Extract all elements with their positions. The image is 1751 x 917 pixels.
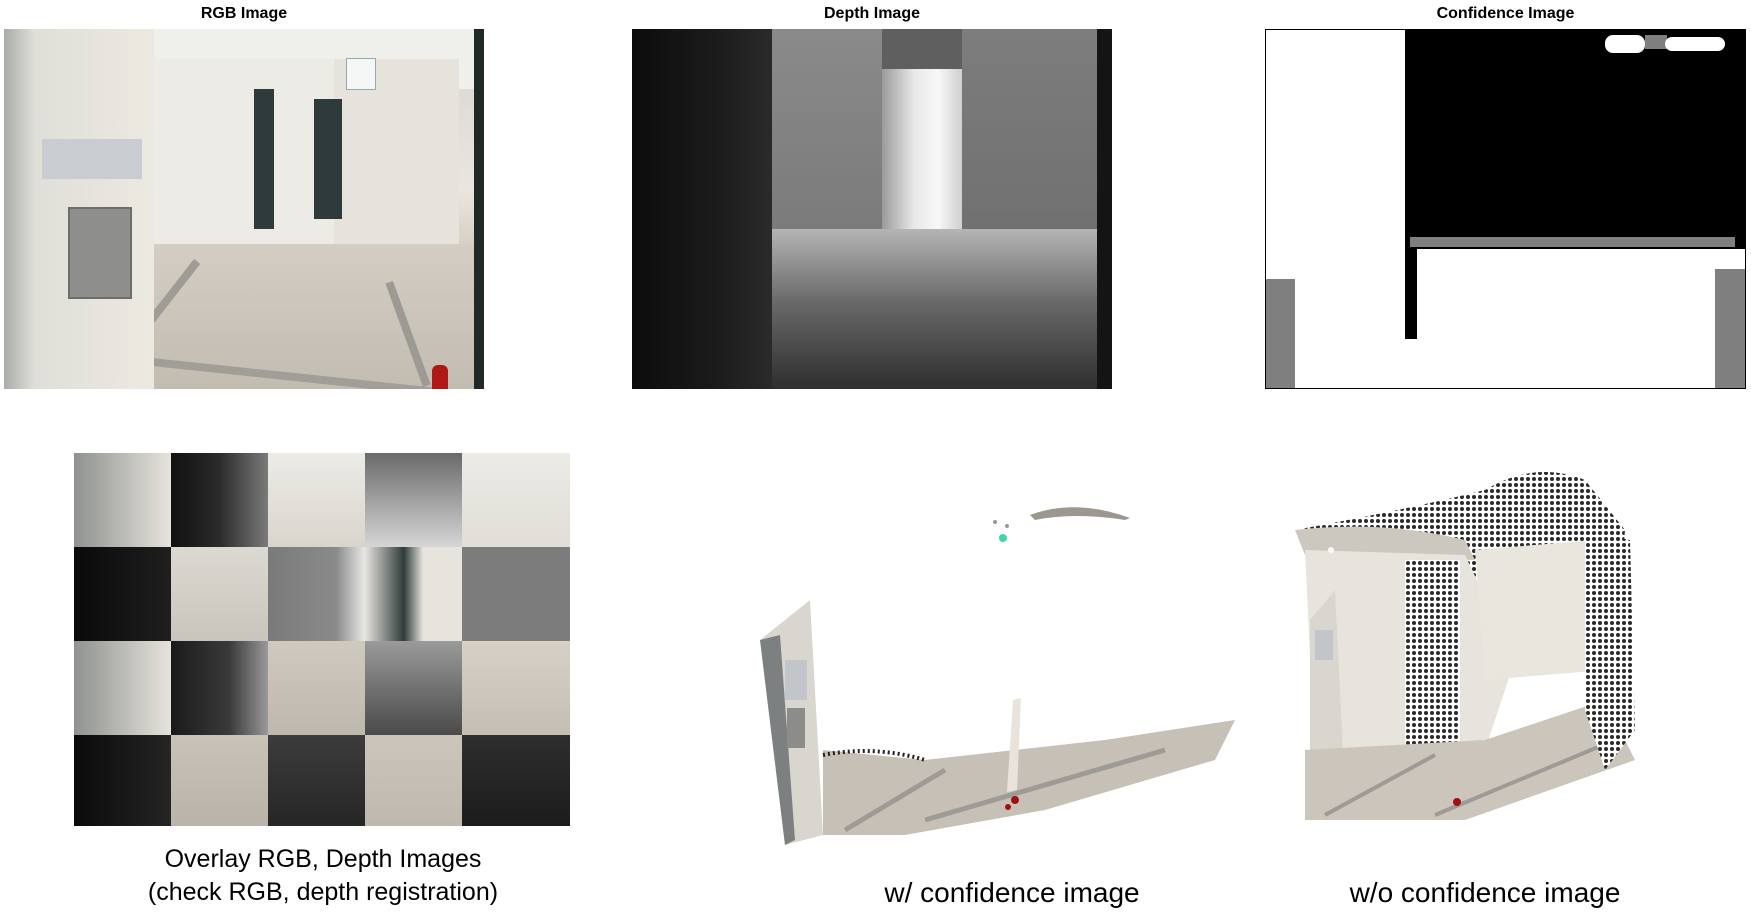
without-confidence-caption: w/o confidence image <box>1349 877 1621 908</box>
depth-image <box>632 29 1112 389</box>
confidence-image-title: Confidence Image <box>1436 5 1575 22</box>
depth-image-title: Depth Image <box>823 5 920 22</box>
confidence-image <box>1265 29 1746 389</box>
overlay-caption-line1: Overlay RGB, Depth Images <box>164 845 482 873</box>
overlay-caption-line2: (check RGB, depth registration) <box>147 878 499 906</box>
overlay-caption: Overlay RGB, Depth Images (check RGB, de… <box>60 843 586 909</box>
rgb-image <box>4 29 484 389</box>
overlay-rgb-depth-image <box>74 453 570 826</box>
point-cloud-without-confidence <box>1285 470 1665 840</box>
with-confidence-caption: w/ confidence image <box>884 877 1140 908</box>
rgb-image-title: RGB Image <box>200 5 288 22</box>
point-cloud-with-confidence <box>745 490 1245 850</box>
